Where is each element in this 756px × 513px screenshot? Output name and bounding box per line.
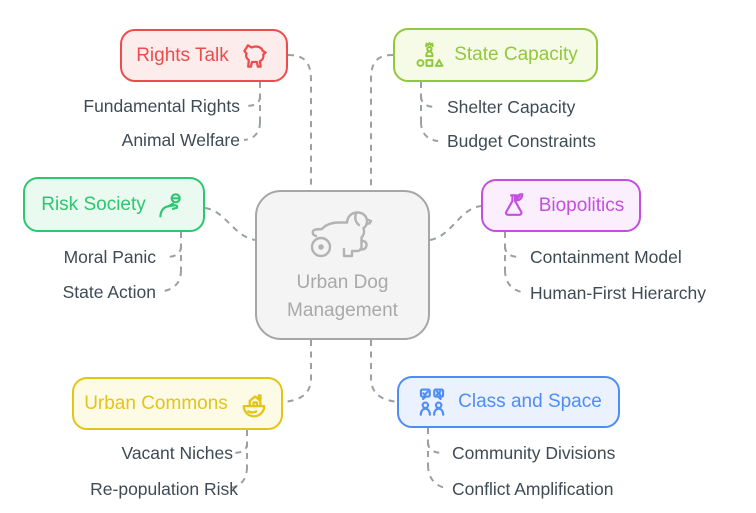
people-dialogue-icon bbox=[419, 388, 445, 416]
sub-label-re-population-risk: Re-population Risk bbox=[90, 479, 238, 499]
hand-coin-icon bbox=[159, 192, 181, 217]
sub-label-containment-model: Containment Model bbox=[530, 247, 682, 267]
sub-label-budget-constraints: Budget Constraints bbox=[447, 131, 596, 151]
flask-leaf-icon bbox=[504, 192, 524, 216]
sub-label-state-action: State Action bbox=[62, 282, 156, 302]
node-biopolitics-label: Biopolitics bbox=[538, 194, 625, 216]
node-state-capacity-label: State Capacity bbox=[454, 44, 578, 65]
leader-hierarchy-icon bbox=[416, 42, 444, 67]
node-risk-society: Risk Society bbox=[23, 177, 205, 232]
sub-label-vacant-niches: Vacant Niches bbox=[121, 443, 233, 463]
sub-label-conflict-amplification: Conflict Amplification bbox=[452, 479, 614, 499]
node-rights-talk: Rights Talk bbox=[120, 29, 288, 82]
horse-icon bbox=[243, 43, 267, 68]
node-biopolitics: Biopolitics bbox=[481, 179, 641, 232]
node-urban-commons-label: Urban Commons bbox=[84, 392, 228, 414]
sub-label-moral-panic: Moral Panic bbox=[63, 247, 156, 267]
node-class-and-space-label: Class and Space bbox=[458, 391, 602, 412]
sub-label-human-first-hierarchy: Human-First Hierarchy bbox=[530, 283, 706, 303]
central-node-urban-dog-management: Urban Dog Management bbox=[255, 190, 430, 340]
sub-label-shelter-capacity: Shelter Capacity bbox=[447, 97, 576, 117]
node-rights-talk-label: Rights Talk bbox=[136, 44, 229, 66]
node-class-and-space: Class and Space bbox=[397, 376, 620, 428]
sub-label-fundamental-rights: Fundamental Rights bbox=[83, 96, 240, 116]
house-globe-icon bbox=[242, 393, 266, 417]
node-state-capacity: State Capacity bbox=[393, 28, 598, 82]
node-risk-society-label: Risk Society bbox=[41, 193, 146, 215]
central-node-label: Urban Dog Management bbox=[287, 271, 398, 322]
sub-label-community-divisions: Community Divisions bbox=[452, 443, 616, 463]
node-urban-commons: Urban Commons bbox=[72, 377, 283, 430]
dog-wheelchair-icon bbox=[310, 210, 372, 257]
sub-label-animal-welfare: Animal Welfare bbox=[121, 130, 240, 150]
